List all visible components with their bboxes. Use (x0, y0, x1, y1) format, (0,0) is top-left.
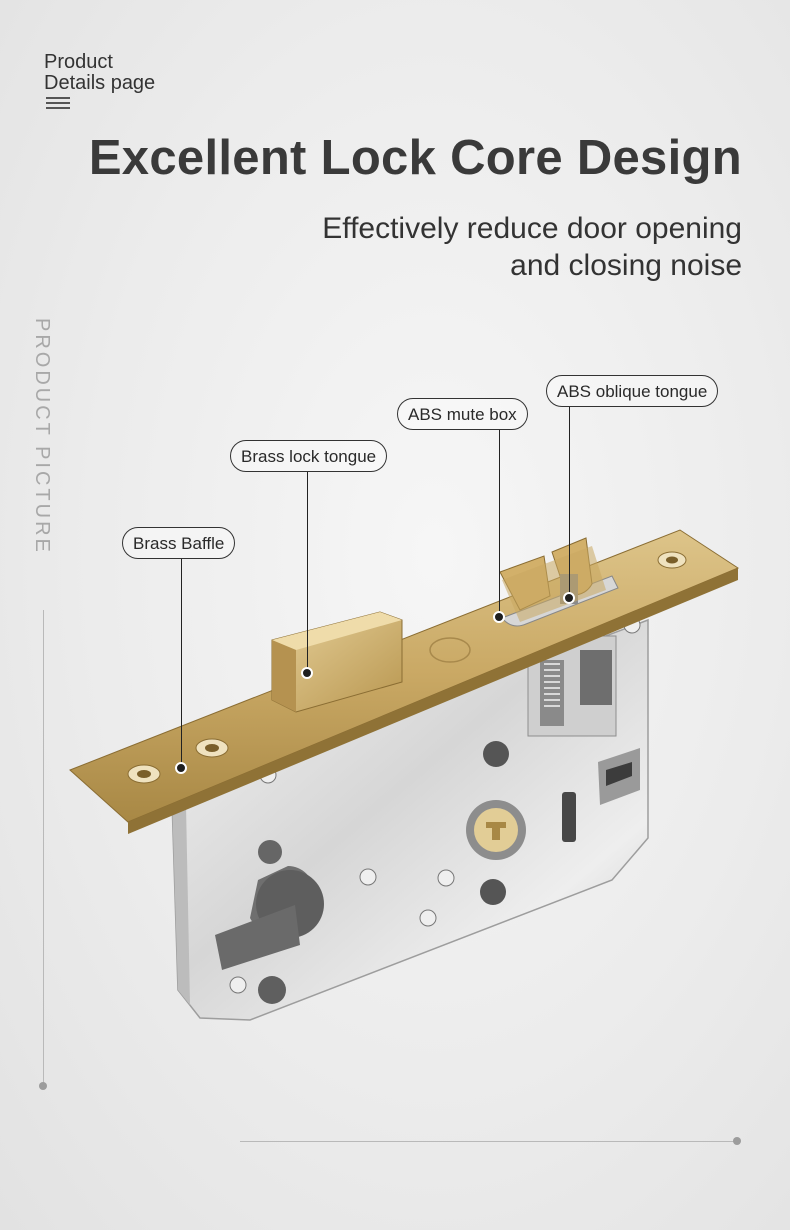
side-label-text: PRODUCT PICTURE (31, 318, 53, 555)
lock-case (171, 616, 649, 1021)
leader-dot-brass-baffle (175, 762, 187, 774)
leader-dot-brass-lock-tongue (301, 667, 313, 679)
subtitle-line-2: and closing noise (510, 249, 742, 282)
leader-brass-lock-tongue (307, 472, 308, 672)
vertical-divider (43, 610, 44, 1085)
leader-abs-oblique-tongue (569, 407, 570, 597)
subtitle-line-1: Effectively reduce door opening (322, 212, 742, 245)
horizontal-divider-dot (733, 1137, 741, 1145)
brass-lock-tongue-part (271, 611, 403, 713)
vertical-divider-dot (39, 1082, 47, 1090)
horizontal-divider (240, 1141, 735, 1142)
leader-dot-abs-oblique-tongue (563, 592, 575, 604)
callout-brass-baffle: Brass Baffle (122, 527, 236, 559)
leader-abs-mute-box (499, 430, 500, 616)
brand-block: Product Details page (44, 52, 155, 94)
leader-brass-baffle (181, 559, 182, 767)
page-subtitle: Effectively reduce door opening and clos… (322, 210, 742, 284)
leader-dot-abs-mute-box (493, 611, 505, 623)
hamburger-menu-icon[interactable] (46, 97, 70, 111)
callout-abs-mute-box: ABS mute box (397, 398, 528, 430)
page-title: Excellent Lock Core Design (88, 131, 742, 185)
callout-brass-lock-tongue: Brass lock tongue (230, 440, 388, 472)
brand-line-2: Details page (44, 72, 156, 94)
side-vertical-label: PRODUCT PICTURE (30, 318, 56, 568)
callout-abs-oblique-tongue: ABS oblique tongue (546, 375, 719, 407)
brand-line-1: Product (44, 51, 113, 73)
